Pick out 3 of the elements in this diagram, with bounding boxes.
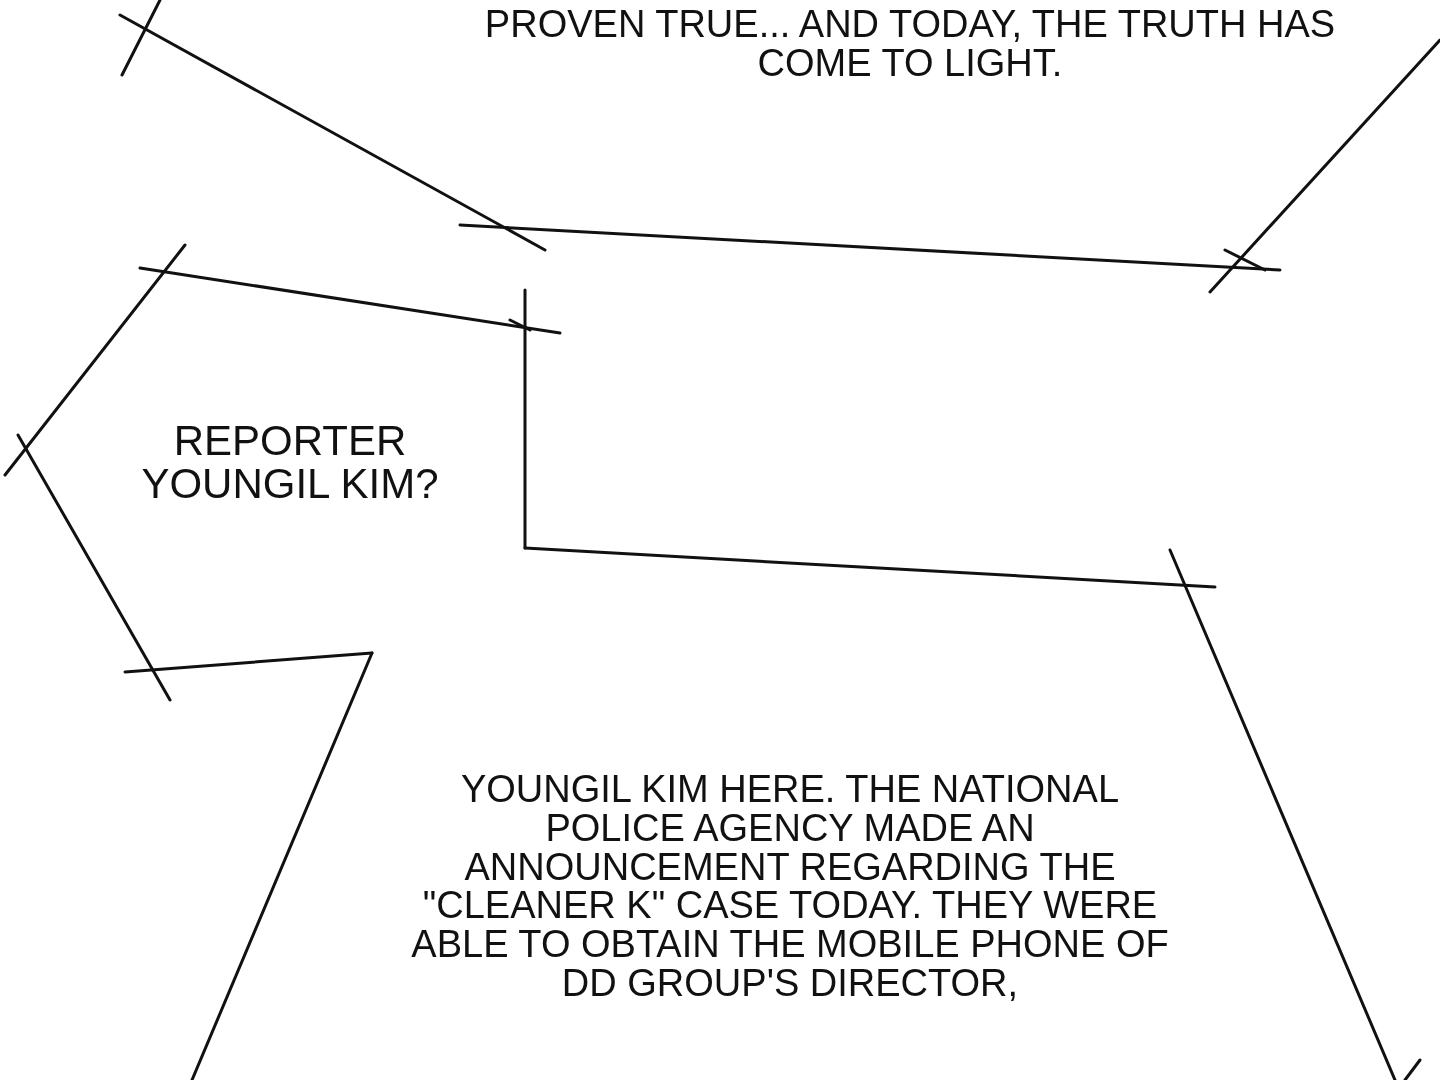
speech-text: REPORTER YOUNGIL KIM?: [140, 420, 440, 506]
speech-text: YOUNGIL KIM HERE. THE NATIONAL POLICE AGENCY MADE AN ANNOUNCEMENT REGARDING THE "CLEANER K" CASE TODAY. THEY WERE ABLE TO OBTAIN THE MOBILE PHONE OF DD GROUP'S DIRECTOR,: [410, 770, 1170, 1003]
speech-text: PROVEN TRUE... AND TODAY, THE TRUTH HAS COME TO LIGHT.: [483, 5, 1337, 83]
